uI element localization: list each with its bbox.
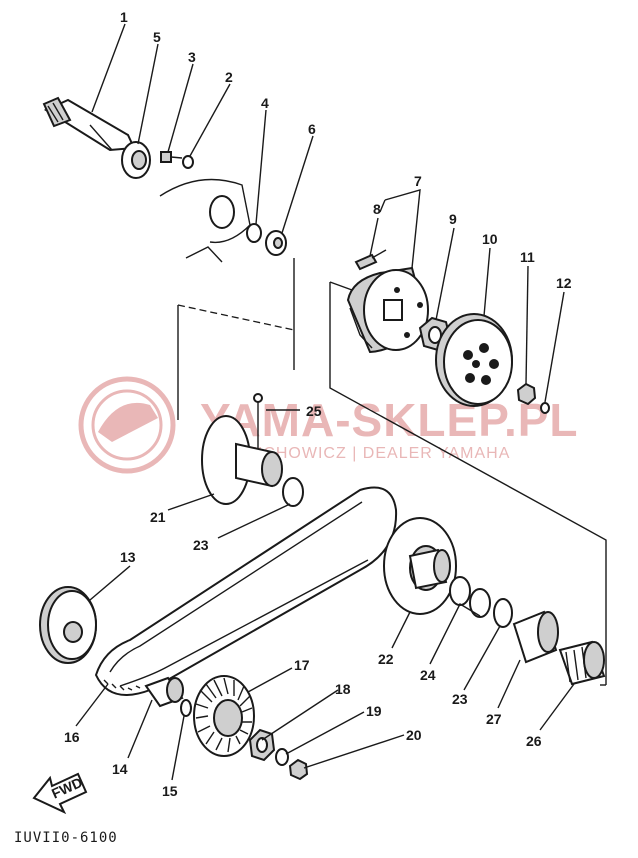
callout-22: 22 [378, 651, 394, 667]
callout-23-lower: 23 [452, 691, 468, 707]
callout-2: 2 [225, 69, 233, 85]
callout-4: 4 [261, 95, 269, 111]
callout-21: 21 [150, 509, 166, 525]
part-24-oring-b [469, 588, 491, 618]
assembly-guide-lines [177, 258, 607, 686]
part-2-washer [182, 155, 194, 169]
part-21-fixed-sheave [201, 415, 283, 505]
callout-6: 6 [308, 121, 316, 137]
part-5-bearing [121, 141, 151, 179]
watermark-logo-inner [91, 389, 163, 461]
callout-16: 16 [64, 729, 80, 745]
part-18-nut [248, 728, 276, 762]
watermark-subtitle: WODZICHOWICZ | DEALER YAMAHA [205, 445, 510, 462]
housing-fragment [159, 178, 251, 263]
callout-15: 15 [162, 783, 178, 799]
part-25-pin [253, 393, 263, 450]
leader-lines [75, 23, 575, 781]
callout-7: 7 [414, 173, 422, 189]
callout-10: 10 [482, 231, 498, 247]
part-7-clutch-carrier [346, 266, 429, 354]
part-10-clutch-housing [435, 313, 513, 407]
part-16-vbelt [94, 486, 398, 696]
part-20-nut [288, 758, 309, 781]
part-14-collar [144, 676, 184, 708]
fwd-arrow: FWD [32, 772, 88, 815]
watermark-logo [78, 376, 176, 474]
callout-14: 14 [112, 761, 128, 777]
callout-13: 13 [120, 549, 136, 565]
part-15-washer [180, 699, 192, 717]
part-19-washer [275, 748, 289, 766]
part-4-washer [246, 223, 262, 243]
callout-19: 19 [366, 703, 382, 719]
callout-1: 1 [120, 9, 128, 25]
callout-5: 5 [153, 29, 161, 45]
part-12-washer [540, 402, 550, 414]
callout-24: 24 [420, 667, 436, 683]
part-3-screw [160, 151, 183, 163]
callout-25: 25 [306, 403, 322, 419]
part-23-washer-upper [282, 477, 304, 507]
watermark: YAMA-SKLEP.PL WODZICHOWICZ | DEALER YAMA… [78, 376, 578, 474]
part-24-oring-a [449, 576, 471, 606]
part-8-bolt [354, 249, 387, 271]
callout-3: 3 [188, 49, 196, 65]
part-6-seal [265, 230, 287, 256]
part-17-impeller [193, 675, 255, 757]
part-23-washer-lower [493, 598, 513, 628]
callout-20: 20 [406, 727, 422, 743]
callout-8: 8 [373, 201, 381, 217]
callout-26: 26 [526, 733, 542, 749]
part-1-shaft [42, 96, 136, 152]
part-22-secondary-sheave [383, 517, 457, 615]
callout-23-upper: 23 [193, 537, 209, 553]
callout-11: 11 [520, 249, 535, 265]
callout-9: 9 [449, 211, 457, 227]
drawing-code: IUVII0-6100 [14, 830, 118, 846]
callout-18: 18 [335, 681, 351, 697]
callout-12: 12 [556, 275, 572, 291]
callout-numbers: 1 5 3 2 4 6 7 8 9 10 11 12 25 21 23 13 1… [64, 9, 572, 799]
part-26-spring [558, 640, 606, 686]
part-27-spring-seat [512, 610, 559, 664]
callout-27: 27 [486, 711, 502, 727]
callout-17: 17 [294, 657, 310, 673]
watermark-logo-mark [98, 402, 158, 442]
part-13-movable-sheave [39, 586, 97, 664]
part-11-nut [516, 382, 537, 406]
